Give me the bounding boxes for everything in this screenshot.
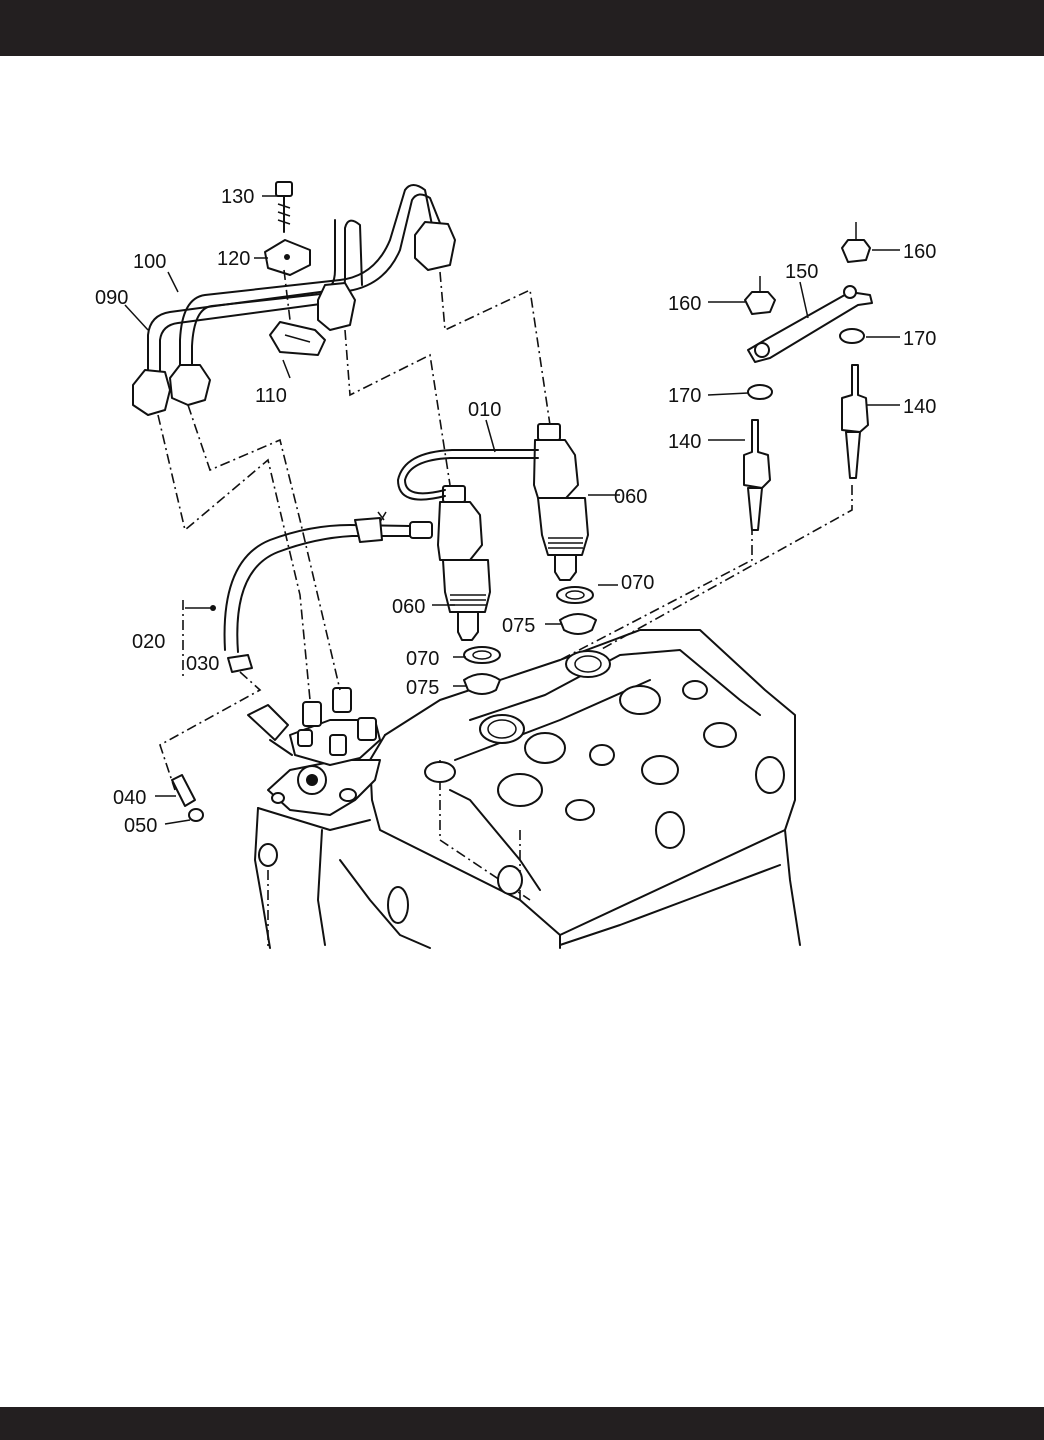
callout-140-right: 140	[903, 396, 936, 418]
callout-075-right: 075	[502, 615, 535, 637]
callout-labels: 130 120 100 090 110 010 060 060 070 075 …	[95, 186, 936, 837]
callout-160-right: 160	[903, 241, 936, 263]
callout-070-left: 070	[406, 648, 439, 670]
callout-150: 150	[785, 261, 818, 283]
cylinder-head	[369, 629, 801, 949]
banjo-bolt-set	[171, 774, 204, 822]
fuel-return-pipe	[159, 511, 433, 791]
crankcase-left	[254, 807, 431, 949]
callout-090: 090	[95, 287, 128, 309]
callout-100: 100	[133, 251, 166, 273]
bottom-dark-band	[0, 1407, 1044, 1440]
injection-pump	[247, 687, 381, 816]
callout-160-left: 160	[668, 293, 701, 315]
leak-off-pipe	[397, 449, 539, 501]
callout-050: 050	[124, 815, 157, 837]
callout-060-left: 060	[392, 596, 425, 618]
callout-170-left: 170	[668, 385, 701, 407]
glow-plug-set	[743, 222, 873, 531]
injection-pipes	[132, 184, 456, 416]
callout-030: 030	[186, 653, 219, 675]
callout-130: 130	[221, 186, 254, 208]
callout-120: 120	[217, 248, 250, 270]
callout-010: 010	[468, 399, 501, 421]
assembly-leaders	[157, 271, 853, 701]
callout-140-left: 140	[668, 431, 701, 453]
callout-110: 110	[255, 385, 287, 407]
callout-075-left: 075	[406, 677, 439, 699]
callout-060-right: 060	[614, 486, 647, 508]
nozzle-washers	[463, 586, 597, 695]
top-dark-band	[0, 0, 1044, 56]
injector-left	[437, 485, 491, 641]
pipe-clamp-set	[264, 181, 326, 356]
injector-right	[533, 423, 589, 581]
callout-040: 040	[113, 787, 146, 809]
callout-leaders	[124, 195, 900, 825]
callout-020: 020	[132, 631, 165, 653]
callout-070-right: 070	[621, 572, 654, 594]
callout-170-right: 170	[903, 328, 936, 350]
